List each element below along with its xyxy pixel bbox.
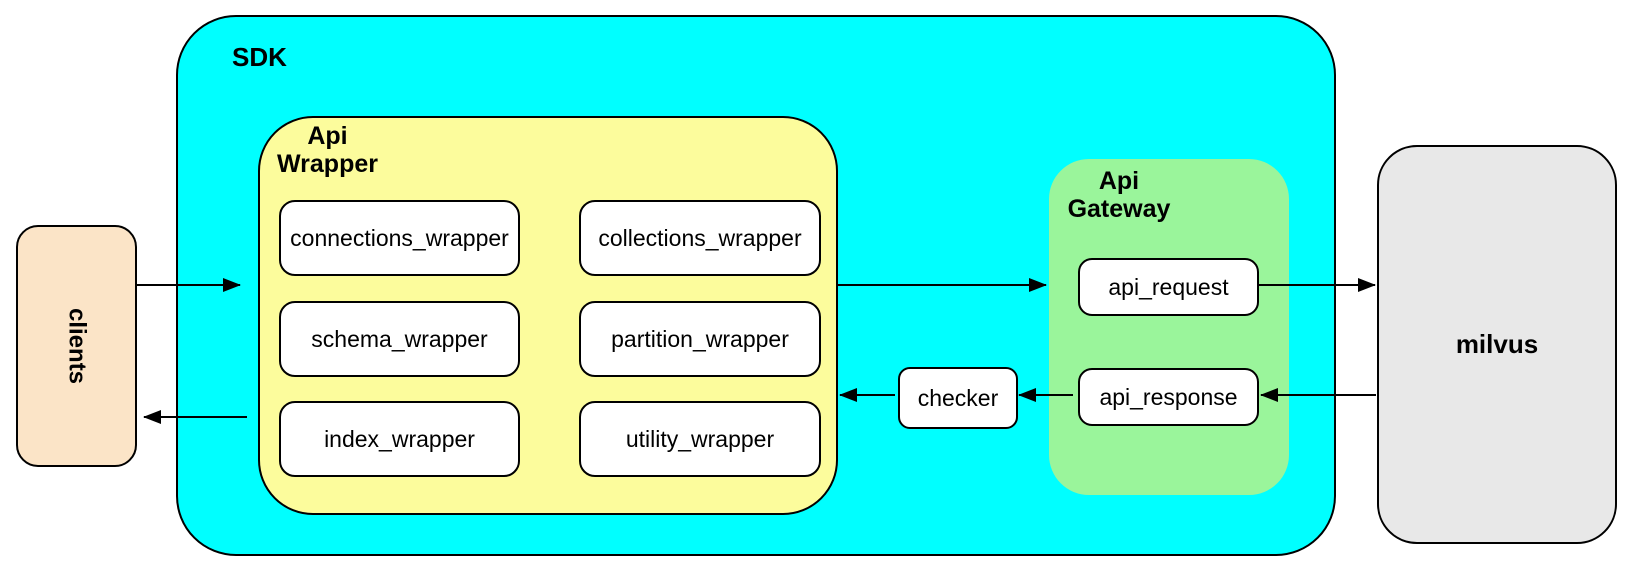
sdk-container: SDK Api Wrapper connections_wrapper coll…	[176, 15, 1336, 556]
utility-wrapper-label: utility_wrapper	[625, 425, 775, 452]
clients-label: clients	[63, 307, 91, 385]
partition-wrapper-node: partition_wrapper	[579, 301, 821, 377]
api-gateway-title-line2: Gateway	[1067, 195, 1171, 223]
collections-wrapper-label: collections_wrapper	[598, 224, 802, 251]
connections-wrapper-node: connections_wrapper	[279, 200, 520, 276]
utility-wrapper-node: utility_wrapper	[579, 401, 821, 477]
milvus-node: milvus	[1377, 145, 1617, 544]
api-gateway-title: Api Gateway	[1063, 167, 1175, 223]
api-request-label: api_request	[1108, 273, 1229, 300]
api-wrapper-title-line2: Wrapper	[277, 150, 378, 178]
checker-node: checker	[898, 367, 1018, 429]
api-request-node: api_request	[1078, 258, 1259, 316]
schema-wrapper-label: schema_wrapper	[311, 325, 488, 352]
api-wrapper-title: Api Wrapper	[270, 122, 385, 178]
api-response-label: api_response	[1099, 383, 1238, 410]
api-wrapper-container: Api Wrapper connections_wrapper collecti…	[258, 116, 838, 515]
api-wrapper-title-line1: Api	[307, 122, 348, 150]
api-gateway-title-line1: Api	[1098, 167, 1140, 195]
milvus-label: milvus	[1455, 329, 1539, 359]
partition-wrapper-label: partition_wrapper	[611, 325, 789, 352]
clients-node: clients	[16, 225, 137, 467]
connections-wrapper-label: connections_wrapper	[290, 224, 509, 251]
api-response-node: api_response	[1078, 368, 1259, 426]
index-wrapper-node: index_wrapper	[279, 401, 520, 477]
api-gateway-container: Api Gateway api_request api_response	[1049, 159, 1289, 495]
schema-wrapper-node: schema_wrapper	[279, 301, 520, 377]
sdk-title: SDK	[232, 42, 287, 72]
collections-wrapper-node: collections_wrapper	[579, 200, 821, 276]
index-wrapper-label: index_wrapper	[324, 425, 475, 452]
checker-label: checker	[917, 384, 999, 411]
